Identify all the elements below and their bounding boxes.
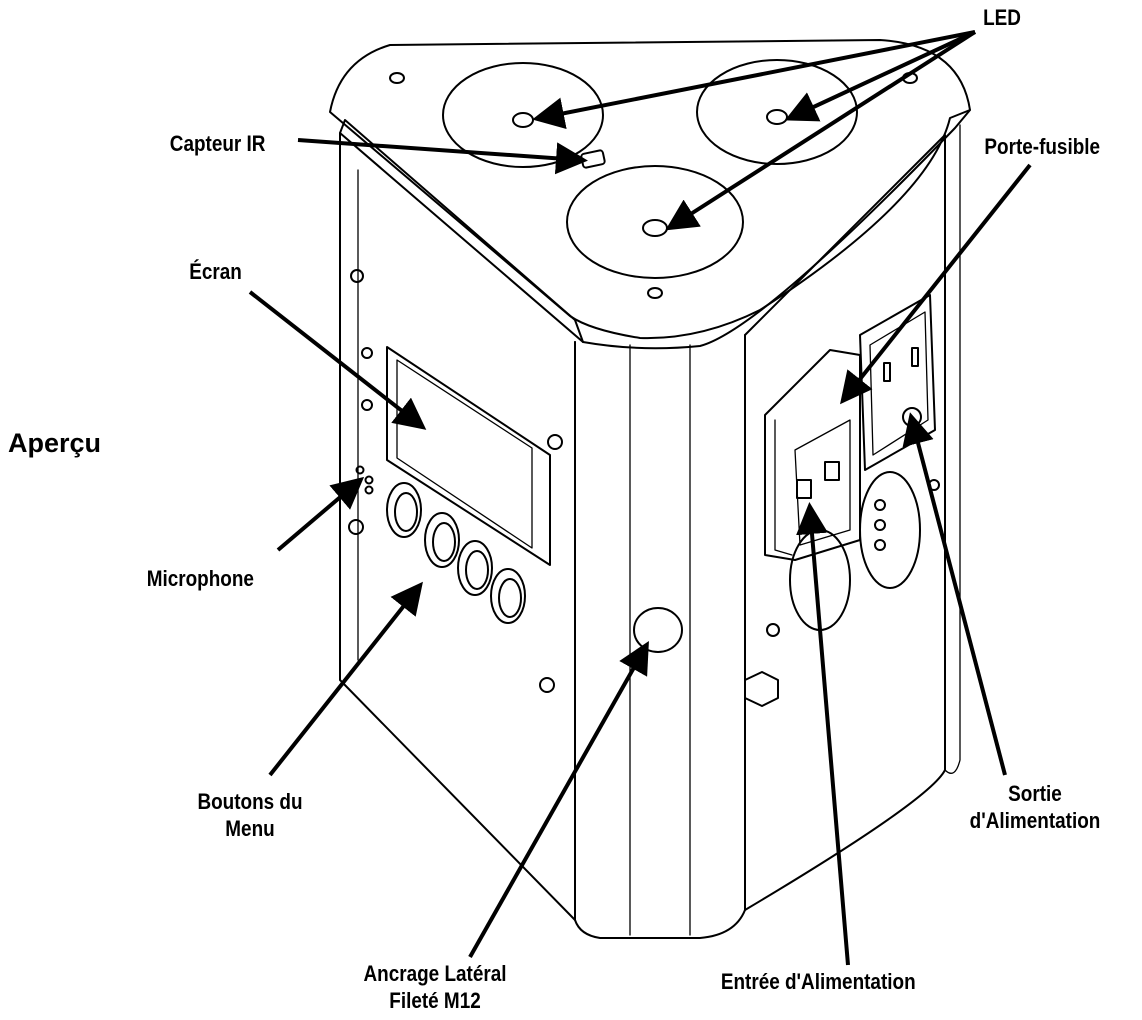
arrow-screen (248, 290, 427, 430)
arrow-power-out (902, 412, 1007, 776)
label-side-mount-line2: Fileté M12 (389, 988, 481, 1013)
ir-sensor (580, 149, 606, 169)
label-power-out: Sortie d'Alimentation (949, 780, 1121, 834)
menu-button-1 (386, 482, 422, 538)
menu-button-2 (424, 512, 460, 568)
screen-window (386, 346, 551, 566)
label-power-out-line1: Sortie (1008, 781, 1062, 806)
section-title: Aperçu (8, 428, 102, 458)
front-column (574, 334, 746, 939)
label-ir-sensor: Capteur IR (169, 131, 266, 156)
label-led: LED (983, 5, 1021, 30)
power-inlet (794, 419, 851, 546)
arrow-m12 (468, 641, 649, 958)
led-lens-3 (566, 165, 744, 279)
m12-mount (633, 607, 683, 653)
arrow-menu (268, 581, 423, 777)
label-power-in: Entrée d'Alimentation (720, 969, 916, 994)
arrow-ir (297, 138, 588, 175)
top-plate (329, 39, 971, 340)
arrow-led-2 (784, 30, 976, 122)
hex-nut (744, 671, 779, 707)
arrow-led-3 (665, 30, 977, 231)
arrow-led-1 (532, 30, 976, 130)
label-menu-buttons-line1: Boutons du (197, 789, 303, 814)
label-fuse-holder: Porte-fusible (984, 134, 1101, 159)
label-screen: Écran (189, 259, 242, 284)
right-panel (744, 134, 946, 911)
label-side-mount: Ancrage Latéral Fileté M12 (340, 960, 529, 1014)
arrow-microphone (276, 476, 365, 552)
power-outlet (859, 294, 936, 471)
label-side-mount-line1: Ancrage Latéral (363, 961, 507, 986)
arrow-power-in (796, 502, 850, 966)
label-power-out-line2: d'Alimentation (969, 808, 1101, 833)
label-menu-buttons-line2: Menu (225, 816, 275, 841)
label-microphone: Microphone (146, 566, 254, 591)
led-lens-2 (696, 59, 858, 165)
menu-button-4 (490, 568, 526, 624)
label-menu-buttons: Boutons du Menu (181, 788, 319, 842)
dmx-connector-2 (859, 471, 921, 589)
arrow-fuse (840, 163, 1032, 405)
microphone-hole (355, 465, 365, 475)
menu-button-3 (457, 540, 493, 596)
